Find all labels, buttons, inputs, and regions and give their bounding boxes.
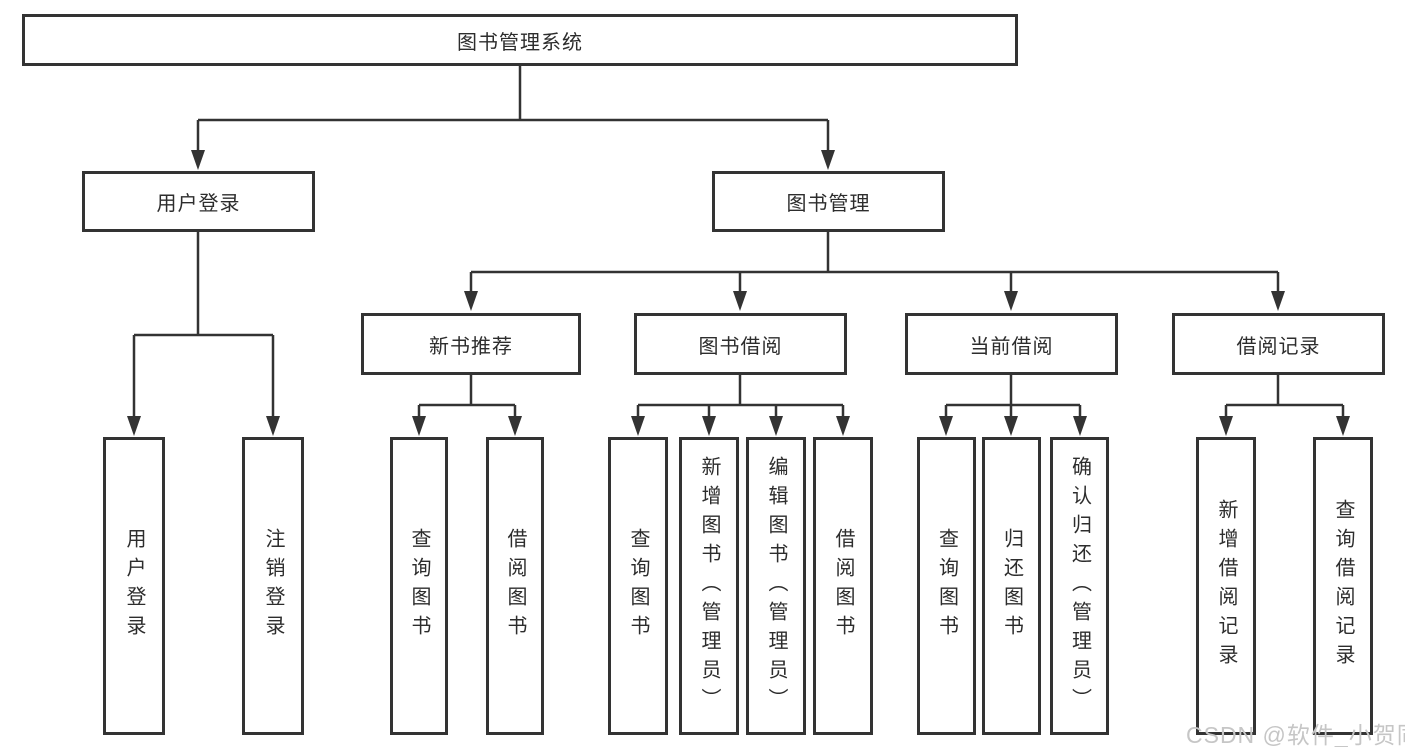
- node-book-management: 图书管理: [712, 171, 945, 232]
- leaf-borrow-books-2-label: 借阅图书: [832, 528, 854, 644]
- node-root: 图书管理系统: [22, 14, 1018, 66]
- leaf-borrow-books-2: 借阅图书: [813, 437, 873, 735]
- leaf-query-borrow-record-label: 查询借阅记录: [1332, 499, 1354, 673]
- leaf-query-borrow-record: 查询借阅记录: [1313, 437, 1373, 735]
- leaf-confirm-return-admin: 确认归还（管理员）: [1050, 437, 1109, 735]
- leaf-add-borrow-record-label: 新增借阅记录: [1215, 499, 1237, 673]
- leaf-query-books-1-label: 查询图书: [408, 528, 430, 644]
- leaf-add-books-admin-label: 新增图书（管理员）: [698, 455, 720, 717]
- node-root-label: 图书管理系统: [457, 31, 583, 54]
- node-user-login: 用户登录: [82, 171, 315, 232]
- leaf-add-books-admin: 新增图书（管理员）: [679, 437, 739, 735]
- node-book-borrowing-label: 图书借阅: [698, 335, 783, 358]
- leaf-confirm-return-admin-label: 确认归还（管理员）: [1068, 455, 1091, 717]
- node-book-borrowing: 图书借阅: [634, 313, 847, 375]
- leaf-query-books-2-label: 查询图书: [627, 528, 649, 644]
- leaf-borrow-books-1: 借阅图书: [486, 437, 544, 735]
- leaf-logout-label: 注销登录: [262, 528, 284, 644]
- leaf-query-books-3: 查询图书: [917, 437, 976, 735]
- node-new-book-recommend-label: 新书推荐: [429, 335, 513, 358]
- node-book-management-label: 图书管理: [786, 193, 871, 215]
- node-user-login-label: 用户登录: [156, 193, 241, 215]
- leaf-user-login-label: 用户登录: [123, 528, 145, 644]
- leaf-edit-books-admin: 编辑图书（管理员）: [746, 437, 806, 735]
- node-borrowing-records-label: 借阅记录: [1236, 335, 1321, 358]
- csdn-watermark: CSDN @软件_小贺同学: [1186, 722, 1405, 747]
- leaf-logout: 注销登录: [242, 437, 304, 735]
- leaf-query-books-1: 查询图书: [390, 437, 448, 735]
- node-borrowing-records: 借阅记录: [1172, 313, 1385, 375]
- leaf-query-books-2: 查询图书: [608, 437, 668, 735]
- leaf-return-books: 归还图书: [982, 437, 1041, 735]
- leaf-edit-books-admin-label: 编辑图书（管理员）: [765, 455, 787, 717]
- leaf-add-borrow-record: 新增借阅记录: [1196, 437, 1256, 735]
- leaf-return-books-label: 归还图书: [1000, 528, 1023, 644]
- node-new-book-recommend: 新书推荐: [361, 313, 581, 375]
- node-current-borrowing-label: 当前借阅: [969, 335, 1054, 358]
- leaf-user-login: 用户登录: [103, 437, 165, 735]
- leaf-borrow-books-1-label: 借阅图书: [504, 528, 526, 644]
- leaf-query-books-3-label: 查询图书: [935, 528, 958, 644]
- node-current-borrowing: 当前借阅: [905, 313, 1118, 375]
